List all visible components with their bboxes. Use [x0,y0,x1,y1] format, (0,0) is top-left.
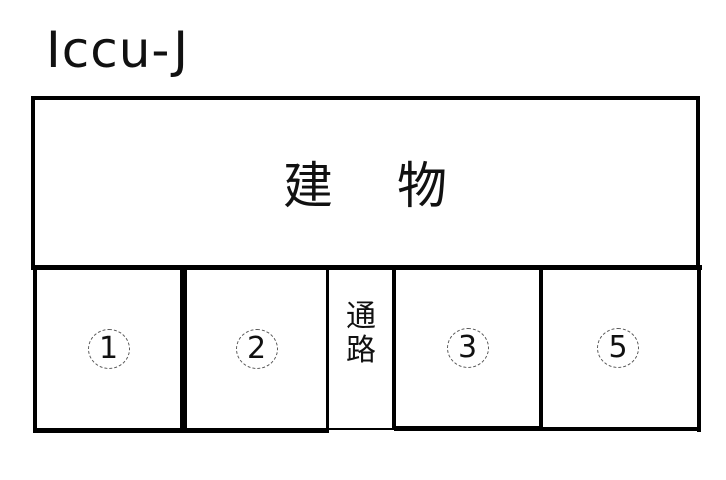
lot-5-number: 5 [597,328,639,368]
diagram-title: Iccu-J [46,21,189,79]
lot-1-number: 1 [87,329,130,369]
corridor-lot-3-divider [392,268,396,430]
building-bottom-border [31,265,702,270]
lot-3: 3 [396,270,539,426]
corridor-label: 通 路 [330,300,392,368]
building-right-border [696,96,700,269]
lot-1-2-divider [180,268,187,433]
building-label: 建物 [283,157,511,215]
lot-3-number: 3 [446,328,489,368]
lot-2: 2 [187,270,326,428]
corridor-char-2: 路 [346,333,376,368]
building-left-border [31,96,35,269]
corridor-char-1: 通 [346,299,376,334]
lot-5-right-border [697,268,701,432]
lot-3-bottom-border [394,426,542,431]
building-top-border [31,96,700,100]
lot-1: 1 [37,270,180,428]
lot-1-left-border [33,268,37,433]
corridor-bottom-border [328,428,394,430]
lot-3-5-divider [539,268,543,430]
lot-2-corridor-divider [326,268,329,433]
lot-5: 5 [543,270,697,426]
lots-1-2-bottom-border [33,428,329,433]
lot-2-number: 2 [235,329,278,369]
lot-5-bottom-border [541,427,701,431]
